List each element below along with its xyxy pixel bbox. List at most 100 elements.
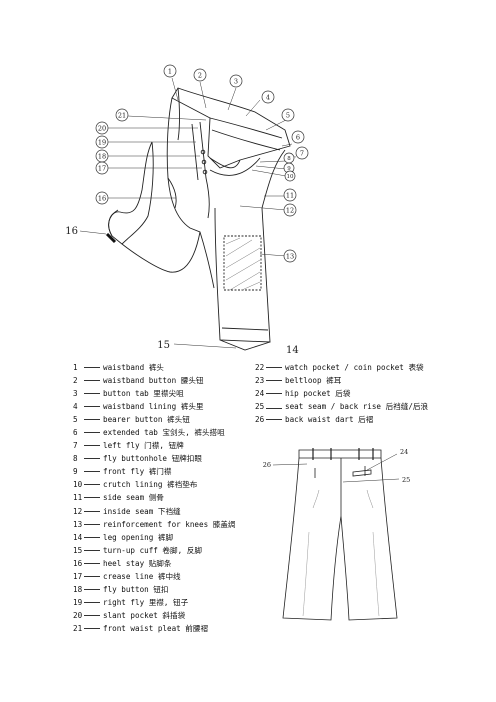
legend-item-dash [84,583,100,590]
cuff-label: 16 [65,226,78,237]
legend-item-number: 26 [255,415,265,425]
legend-item-number: 8 [73,454,78,464]
legend-item-dash [84,518,100,525]
legend-item-number: 17 [73,571,83,581]
legend-item-dash [266,413,282,421]
legend-item-number: 12 [73,506,83,516]
legend-item-text: waistband button 腰头钮 [103,376,204,386]
legend-item-dash [84,596,100,603]
legend-item-number: 6 [73,428,78,438]
legend-item-text: waistband lining 裤头里 [103,402,204,412]
legend-item-number: 3 [73,389,78,399]
svg-text:3: 3 [234,78,238,86]
legend-item-text: seat seam / back rise 后裆缝/后浪 [285,402,429,412]
legend-item-dash [84,400,100,408]
callout-26: 26 [263,461,271,469]
legend-item-number: 15 [73,545,83,555]
legend-item-number: 18 [73,584,83,594]
legend-item: 2 waistband button 腰头钮 [73,374,253,387]
svg-text:5: 5 [286,112,290,120]
legend-item-dash [84,374,100,382]
hem-right-label: 14 [286,345,299,356]
legend-item: 26 back waist dart 后褶 [255,413,435,426]
legend-item-dash [84,452,100,460]
legend-item-dash [84,465,100,473]
legend-item-number: 10 [73,480,83,490]
legend-item-number: 24 [255,389,265,399]
legend-item: 18 fly button 钮扣 [73,583,253,596]
svg-text:16: 16 [98,195,106,203]
legend-item: 12 inside seam 下裆缝 [73,505,253,518]
legend-item-number: 13 [73,519,83,529]
legend-item-text: beltloop 裤耳 [285,376,342,386]
legend-item-dash [84,439,100,447]
trousers-back-illustration: 26 24 25 [255,442,425,622]
svg-text:18: 18 [98,153,106,161]
legend-item-text: reinforcement for knees 膝盖绸 [103,519,236,529]
legend-item-text: left fly 门襟, 钮牌 [103,441,184,451]
legend-item-number: 14 [73,532,83,542]
legend-item-number: 25 [255,402,265,412]
callout-24: 24 [400,448,408,456]
legend-item-text: button tab 里襟尖咀 [103,389,184,399]
legend-item-text: right fly 里襟, 钮子 [103,597,189,607]
legend-item-text: front fly 裤门襟 [103,467,172,477]
legend-item-text: front waist pleat 前腰褶 [103,623,209,633]
legend-item-dash [84,557,100,564]
legend-item-dash [84,361,100,368]
legend-item: 8 fly buttonhole 钮牌扣眼 [73,452,253,465]
legend-item-text: inside seam 下裆缝 [103,506,181,516]
legend-item-number: 2 [73,376,78,386]
legend-item-text: turn-up cuff 卷脚, 反脚 [103,545,202,555]
svg-text:20: 20 [98,125,106,133]
legend-item-dash [266,402,282,410]
legend-item: 9 front fly 裤门襟 [73,465,253,478]
legend-item-number: 21 [73,623,83,633]
legend-item-number: 11 [73,493,83,503]
legend-item-dash [84,491,100,499]
legend-item-text: crease line 裤中线 [103,571,181,581]
legend-item: 14 leg opening 裤脚 [73,531,253,544]
legend-item-dash [84,609,100,616]
legend-item-dash [84,426,100,434]
callout-25: 25 [402,476,410,484]
legend-item-text: fly button 钮扣 [103,584,169,594]
legend-item-text: bearer button 裤头钮 [103,415,190,425]
svg-text:13: 13 [286,253,294,261]
legend-item-number: 16 [73,558,83,568]
legend-item-text: fly buttonhole 钮牌扣眼 [103,454,202,464]
legend-item-number: 5 [73,415,78,425]
legend-item: 3 button tab 里襟尖咀 [73,387,253,400]
legend-item-dash [84,478,100,486]
legend-item-number: 22 [255,363,265,372]
svg-text:2: 2 [198,72,202,80]
legend-item-dash [84,505,100,512]
legend-item: 5 bearer button 裤头钮 [73,413,253,426]
legend-item-number: 9 [73,467,78,477]
legend-item-dash [266,361,282,368]
svg-text:21: 21 [118,112,126,120]
svg-text:9: 9 [287,166,291,172]
legend-item-dash [266,387,282,395]
svg-text:8: 8 [287,156,291,162]
svg-text:1: 1 [168,68,172,76]
legend-item-text: leg opening 裤脚 [103,532,174,542]
legend-item-text: back waist dart 后褶 [285,415,374,425]
legend-item-text: waistband 裤头 [103,363,164,372]
svg-text:19: 19 [98,139,106,147]
legend-item: 15 turn-up cuff 卷脚, 反脚 [73,544,253,557]
legend-item-number: 4 [73,402,78,412]
legend-item-text: slant pocket 斜插袋 [103,610,186,620]
legend-item-text: watch pocket / coin pocket 表袋 [285,363,424,372]
legend-item-dash [266,374,282,382]
